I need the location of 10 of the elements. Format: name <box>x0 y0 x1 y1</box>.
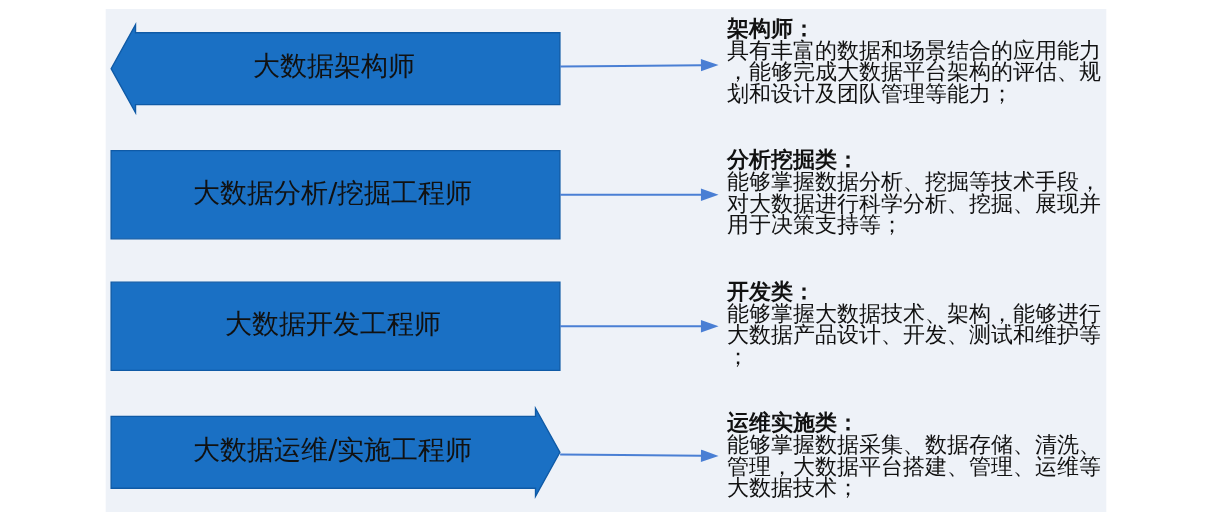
node-box: 大数据分析/挖掘工程师 <box>110 149 561 239</box>
node-text: 分析挖掘类： 能够掌握数据分析、挖掘等技术手段，对大数据进行科学分析、挖掘、展现并用于决策支持等； <box>726 146 1101 237</box>
arrow <box>560 188 719 201</box>
arrow <box>560 449 719 462</box>
node-text: 运维实施类： 能够掌握数据采集、数据存储、清洗、管理，大数据平台搭建、管理、运维等大数据技术； <box>726 409 1101 500</box>
arrow <box>560 58 719 71</box>
node-box: 大数据开发工程师 <box>110 281 561 371</box>
arrow <box>560 319 719 332</box>
node-text: 开发类： 能够掌握大数据技术、架构，能够进行大数据产品设计、开发、测试和维护等； <box>726 278 1101 369</box>
node-text: 架构师： 具有丰富的数据和场景结合的应用能力，能够完成大数据平台架构的评估、规划和设计及团队管理等能力； <box>726 15 1101 106</box>
